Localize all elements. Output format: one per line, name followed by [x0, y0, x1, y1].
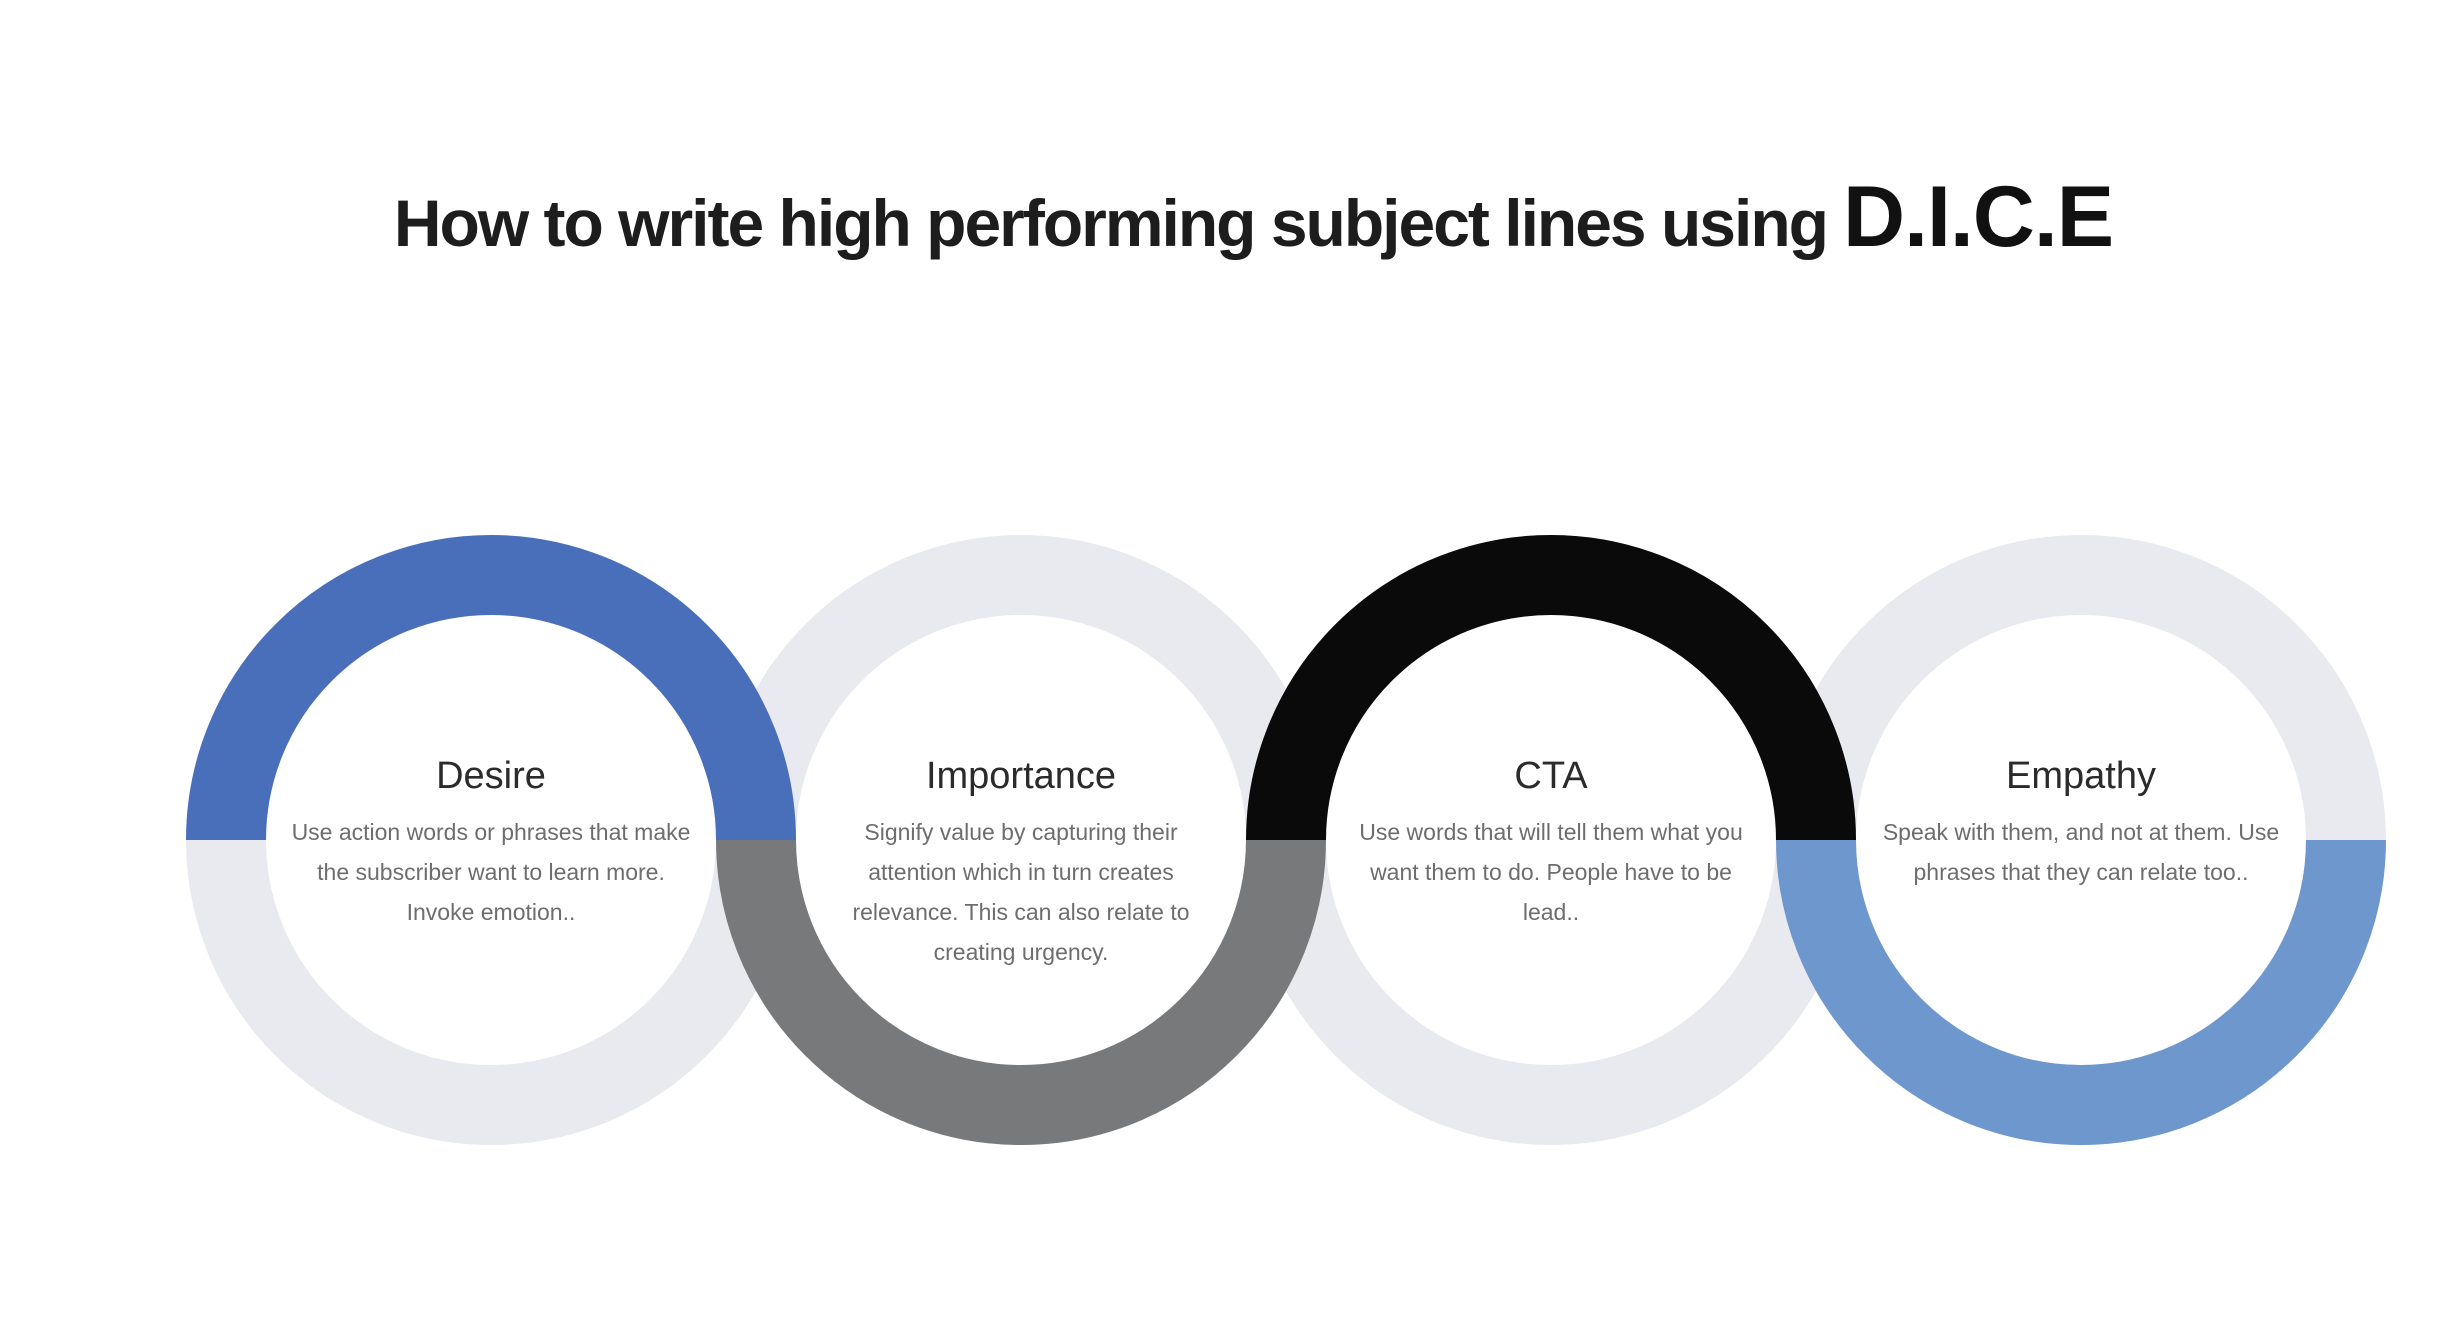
step-label: Desire: [436, 755, 546, 797]
page-title: How to write high performing subject lin…: [53, 168, 2454, 267]
step-circle-importance: Importance Signify value by capturing th…: [716, 535, 1326, 1145]
step-circle-desire: Desire Use action words or phrases that …: [186, 535, 796, 1145]
accent-half-ring: [1246, 535, 1856, 840]
step-content: CTA Use words that will tell them what y…: [1349, 753, 1753, 932]
accent-half-ring: [716, 840, 1326, 1145]
step-description: Speak with them, and not at them. Use ph…: [1882, 819, 2280, 885]
step-circle-empathy: Empathy Speak with them, and not at them…: [1776, 535, 2386, 1145]
step-content: Empathy Speak with them, and not at them…: [1879, 753, 2283, 892]
page-title-highlight: D.I.C.E: [1842, 169, 2114, 265]
step-label: CTA: [1514, 755, 1588, 797]
step-circle-cta: CTA Use words that will tell them what y…: [1246, 535, 1856, 1145]
page-title-text: How to write high performing subject lin…: [393, 186, 1829, 260]
step-description: Signify value by capturing their attenti…: [852, 819, 1190, 965]
step-content: Importance Signify value by capturing th…: [819, 753, 1223, 972]
step-description: Use action words or phrases that make th…: [291, 819, 691, 925]
accent-half-ring: [1776, 840, 2386, 1145]
step-label: Importance: [925, 755, 1117, 797]
step-label: Empathy: [2006, 755, 2156, 797]
step-description: Use words that will tell them what you w…: [1359, 819, 1743, 925]
accent-half-ring: [186, 535, 796, 840]
step-content: Desire Use action words or phrases that …: [289, 753, 693, 932]
